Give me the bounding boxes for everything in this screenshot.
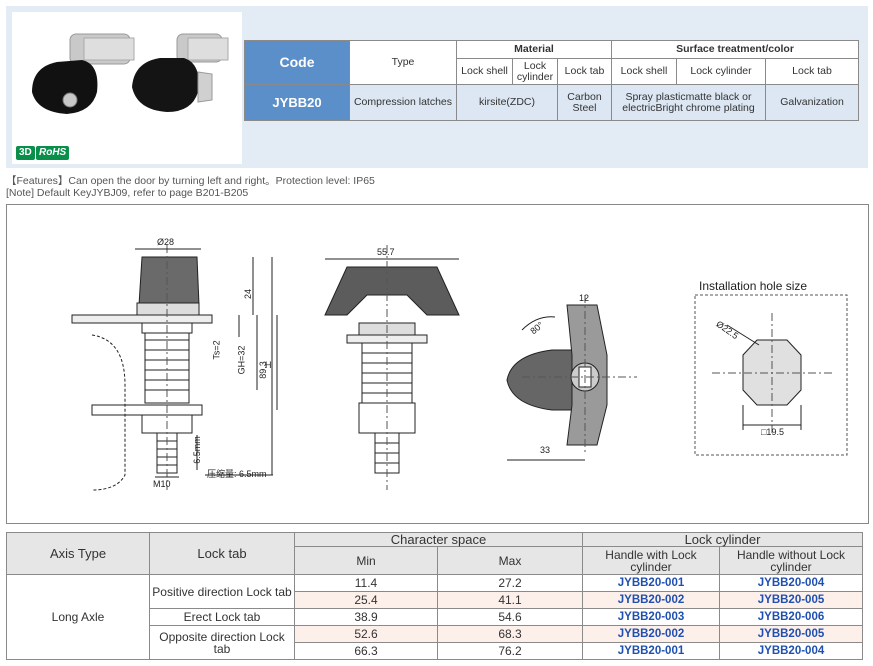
row2-min: 25.4 (294, 591, 438, 609)
d3-width33-label: 33 (540, 445, 551, 455)
th-handle-without: Handle without Lock cylinder (719, 546, 863, 575)
code-header: Code (244, 40, 350, 85)
surface-col-tab: Lock tab (765, 58, 859, 85)
d2-width-label: 55.7 (377, 247, 395, 257)
row2-without: JYBB20-005 (719, 591, 863, 609)
tab-positive: Positive direction Lock tab (149, 574, 295, 609)
row2-with: JYBB20-002 (582, 591, 720, 609)
material-col-tab: Lock tab (557, 58, 612, 85)
row1-without: JYBB20-004 (719, 574, 863, 592)
th-handle-with: Handle with Lock cylinder (582, 546, 720, 575)
d3-width12-label: 12 (579, 293, 590, 303)
type-value: Compression latches (349, 84, 457, 121)
latch-photos (32, 33, 229, 114)
row3-max: 54.6 (437, 608, 583, 626)
row4-max: 68.3 (437, 625, 583, 643)
d1-h-label: H (265, 360, 272, 370)
th-lock-tab: Lock tab (149, 532, 295, 575)
material-col-cylinder: Lock cylinder (512, 58, 558, 85)
row1-with: JYBB20-001 (582, 574, 720, 592)
type-header: Type (349, 40, 457, 85)
row5-min: 66.3 (294, 642, 438, 660)
code-value: JYBB20 (244, 84, 350, 121)
row5-without: JYBB20-004 (719, 642, 863, 660)
material-tab-value: Carbon Steel (557, 84, 612, 121)
spec-table: Code Type Material Surface treatment/col… (244, 40, 859, 121)
row2-max: 41.1 (437, 591, 583, 609)
drawing-lines (71, 245, 848, 491)
row4-with: JYBB20-002 (582, 625, 720, 643)
d1-compress-label: 压缩量: 6.5mm (207, 469, 267, 479)
row3-min: 38.9 (294, 608, 438, 626)
tab-erect: Erect Lock tab (149, 608, 295, 626)
th-min: Min (294, 546, 438, 575)
note-text: [Note] Default KeyJYBJ09, refer to page … (6, 187, 249, 199)
material-col-shell: Lock shell (456, 58, 513, 85)
d1-total-label: 89.3 (257, 361, 268, 379)
row4-min: 52.6 (294, 625, 438, 643)
row5-max: 76.2 (437, 642, 583, 660)
material-header: Material (456, 40, 612, 59)
rohs-badge: RoHS (36, 146, 70, 160)
surface-col-shell: Lock shell (611, 58, 677, 85)
features-text: 【Features】Can open the door by turning l… (6, 175, 375, 187)
notes: 【Features】Can open the door by turning l… (6, 175, 375, 199)
d1-gh-label: GH=32 (236, 345, 247, 375)
surface-col-cylinder: Lock cylinder (676, 58, 766, 85)
row4-without: JYBB20-005 (719, 625, 863, 643)
row1-max: 27.2 (437, 574, 583, 592)
tab-opposite: Opposite direction Lock tab (149, 625, 295, 660)
row3-without: JYBB20-006 (719, 608, 863, 626)
th-axis-type: Axis Type (6, 532, 150, 575)
d1-thread-label: M10 (153, 479, 171, 489)
surface-shell-cylinder-value: Spray plasticmatte black or electricBrig… (611, 84, 766, 121)
install-title: Installation hole size (699, 279, 808, 293)
d1-ts-label: Ts=2 (211, 340, 222, 360)
material-shell-cylinder-value: kirsite(ZDC) (456, 84, 558, 121)
install-sq-label: □19.5 (761, 427, 784, 437)
surface-tab-value: Galvanization (765, 84, 859, 121)
d1-dia-label: Ø28 (157, 237, 175, 247)
th-character-space: Character space (294, 532, 583, 547)
row3-with: JYBB20-003 (582, 608, 720, 626)
d1-travel-label: 6.5mm (191, 436, 202, 464)
d1-h24-label: 24 (243, 288, 254, 300)
row1-min: 11.4 (294, 574, 438, 592)
lock-cylinder-table: Axis Type Lock tab Character space Lock … (6, 532, 863, 660)
row5-with: JYBB20-001 (582, 642, 720, 660)
3d-badge: 3D (16, 146, 35, 160)
technical-drawing: Ø28 24 Ts=2 GH=32 H 89.3 6.5mm M10 压缩量: … (6, 204, 869, 524)
product-photo (12, 12, 242, 164)
surface-header: Surface treatment/color (611, 40, 859, 59)
axis-long: Long Axle (6, 574, 150, 660)
th-lock-cylinder: Lock cylinder (582, 532, 863, 547)
th-max: Max (437, 546, 583, 575)
